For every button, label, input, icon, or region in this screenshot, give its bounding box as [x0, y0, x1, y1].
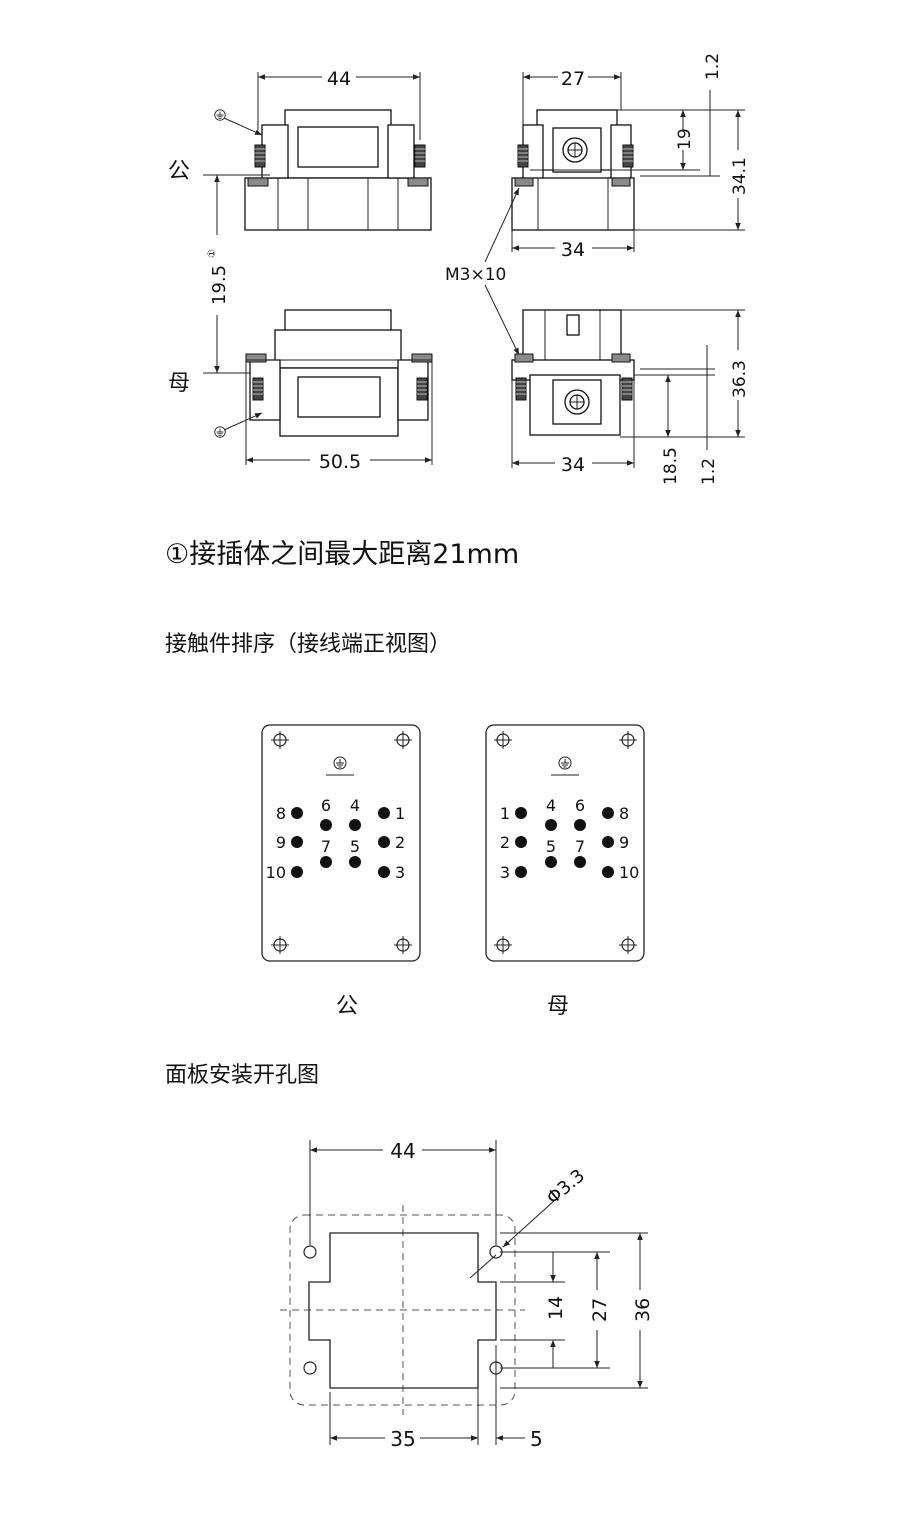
cutout-hole — [303, 1245, 317, 1259]
svg-text:6: 6 — [575, 796, 585, 815]
svg-text:10: 10 — [266, 863, 286, 882]
dim-bottom-right: 36.3 18.5 1.2 34 — [511, 309, 750, 485]
dim-36-3: 36.3 — [730, 360, 750, 398]
dim-34-top: 34 — [561, 239, 585, 261]
pin-7 — [320, 856, 332, 868]
dim-19-5: 19.5 — [209, 265, 230, 305]
pin-9 — [602, 836, 614, 848]
dim-1-2-bottom: 1.2 — [699, 458, 719, 485]
cutout-dim-14: 14 — [545, 1296, 567, 1320]
dim-19: 19 — [675, 128, 695, 150]
male-label: 公 — [168, 159, 190, 184]
cutout-dim-44: 44 — [390, 1139, 415, 1163]
svg-text:7: 7 — [321, 837, 331, 856]
male-side-view — [214, 109, 432, 231]
svg-text:4: 4 — [546, 796, 556, 815]
cutout-dim-27: 27 — [589, 1298, 611, 1322]
screw-callout: M3×10 — [445, 187, 520, 356]
pin-6 — [320, 819, 332, 831]
dim-top-right: 27 19 1.2 34.1 34 — [511, 53, 750, 261]
contacts-title: 接触件排序（接线端正视图） — [165, 632, 452, 657]
svg-text:3: 3 — [500, 863, 510, 882]
svg-text:1: 1 — [500, 804, 510, 823]
dim-gap: 19.5 ① — [203, 174, 270, 374]
pin-7 — [574, 856, 586, 868]
pin-1 — [515, 807, 527, 819]
svg-text:9: 9 — [619, 833, 629, 852]
dim-27: 27 — [561, 68, 585, 90]
pin-5 — [545, 856, 557, 868]
note-max-distance: ①接插体之间最大距离21mm — [165, 539, 520, 570]
dim-1-2-top: 1.2 — [703, 53, 723, 80]
svg-text:7: 7 — [575, 837, 585, 856]
pin-2 — [378, 836, 390, 848]
svg-text:10: 10 — [619, 863, 639, 882]
female-end-view — [511, 309, 635, 436]
pin-1 — [378, 807, 390, 819]
pin-6 — [574, 819, 586, 831]
contact-panel-male: 8 9 10 6 4 7 5 1 2 3 — [261, 724, 421, 962]
svg-text:5: 5 — [350, 837, 360, 856]
gap-note-mark: ① — [207, 249, 218, 258]
svg-text:8: 8 — [619, 804, 629, 823]
panel-label-male: 公 — [336, 994, 358, 1019]
svg-text:9: 9 — [276, 833, 286, 852]
screw-label: M3×10 — [445, 265, 506, 285]
cutout-dims: 44 Φ3.3 14 27 36 35 5 — [309, 1139, 654, 1451]
cutout-dim-5: 5 — [530, 1427, 543, 1451]
cutout-dim-36: 36 — [632, 1298, 654, 1322]
svg-text:3: 3 — [395, 863, 405, 882]
male-end-view — [511, 109, 635, 231]
pin-4 — [545, 819, 557, 831]
female-label-side: 母 — [168, 371, 190, 396]
panel-label-female: 母 — [547, 994, 569, 1019]
dim-top-width: 44 — [257, 68, 421, 140]
cutout-dim-35: 35 — [390, 1427, 415, 1451]
cutout-title: 面板安装开孔图 — [165, 1063, 320, 1088]
contact-panel-female: 1 2 3 4 6 5 7 8 9 10 — [485, 724, 645, 962]
svg-text:1: 1 — [395, 804, 405, 823]
pin-8 — [602, 807, 614, 819]
cutout-dim-hole: Φ3.3 — [543, 1165, 589, 1209]
pin-2 — [515, 836, 527, 848]
dim-34-bottom: 34 — [561, 454, 585, 476]
cutout-hole — [303, 1361, 317, 1375]
svg-text:5: 5 — [546, 837, 556, 856]
dim-50-5: 50.5 — [319, 451, 361, 473]
svg-text:2: 2 — [500, 833, 510, 852]
dim-18-5: 18.5 — [661, 447, 681, 485]
pin-10 — [602, 866, 614, 878]
pin-9 — [291, 836, 303, 848]
dim-44-top: 44 — [327, 68, 351, 90]
svg-text:4: 4 — [350, 796, 360, 815]
pin-5 — [349, 856, 361, 868]
female-side-view — [214, 309, 433, 438]
pin-3 — [515, 866, 527, 878]
svg-text:8: 8 — [276, 804, 286, 823]
dim-female-width: 50.5 — [245, 362, 433, 473]
pin-8 — [291, 807, 303, 819]
svg-text:2: 2 — [395, 833, 405, 852]
dim-34-1: 34.1 — [730, 157, 750, 195]
panel-cutout — [280, 1205, 525, 1415]
pin-3 — [378, 866, 390, 878]
svg-text:6: 6 — [321, 796, 331, 815]
pin-4 — [349, 819, 361, 831]
pin-10 — [291, 866, 303, 878]
